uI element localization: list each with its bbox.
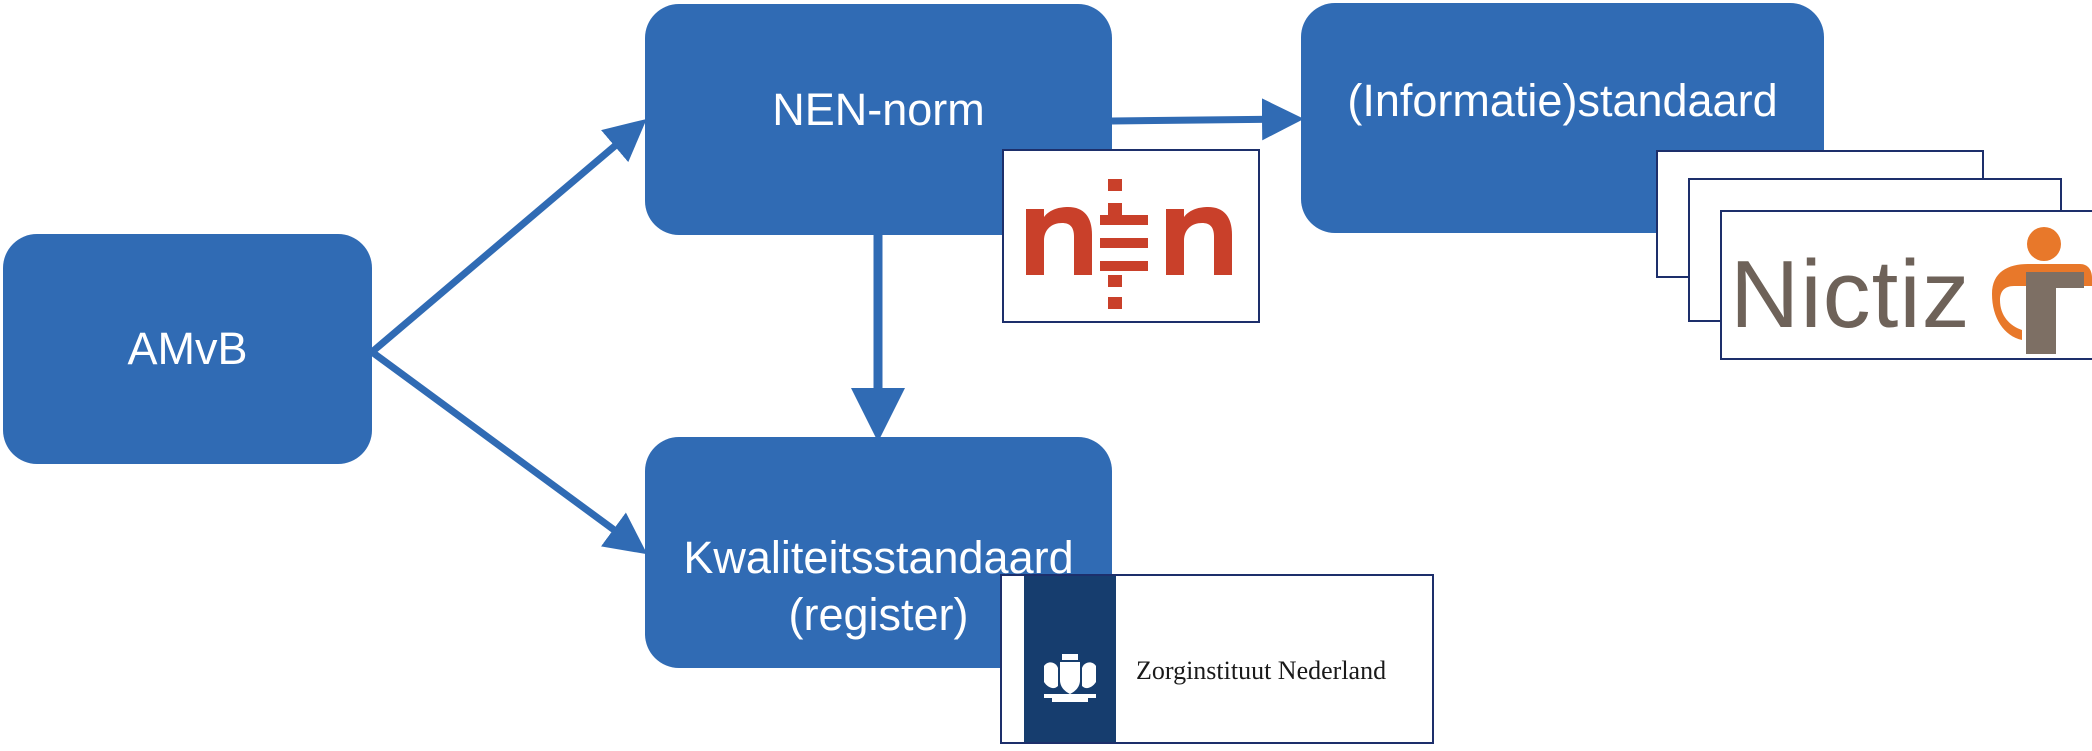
node-informatiestandaard-label: (Informatie)standaard bbox=[1347, 75, 1778, 126]
node-nen-norm-label: NEN-norm bbox=[772, 84, 985, 135]
nictiz-figure-icon bbox=[1992, 227, 2092, 354]
nictiz-logo: Nictiz bbox=[1720, 210, 2092, 360]
connector-arrows bbox=[369, 98, 1304, 555]
coat-of-arms-icon bbox=[1044, 654, 1096, 702]
node-kwaliteitsstandaard-label-2: (register) bbox=[788, 588, 969, 640]
zorginstituut-logo-text: Zorginstituut Nederland bbox=[1136, 656, 1387, 685]
arrow-amvb-to-nen bbox=[369, 118, 647, 355]
arrow-amvb-to-kwaliteit bbox=[369, 349, 648, 555]
zorginstituut-logo: Zorginstituut Nederland bbox=[1000, 574, 1434, 744]
nen-logo bbox=[1002, 149, 1260, 323]
nen-logo-mark bbox=[1026, 179, 1232, 309]
node-amvb-label: AMvB bbox=[127, 322, 248, 374]
zorginstituut-band bbox=[1024, 576, 1116, 742]
arrow-nen-to-info bbox=[1111, 98, 1304, 141]
nictiz-logo-text: Nictiz bbox=[1730, 241, 1971, 348]
node-amvb: AMvB bbox=[3, 234, 372, 464]
